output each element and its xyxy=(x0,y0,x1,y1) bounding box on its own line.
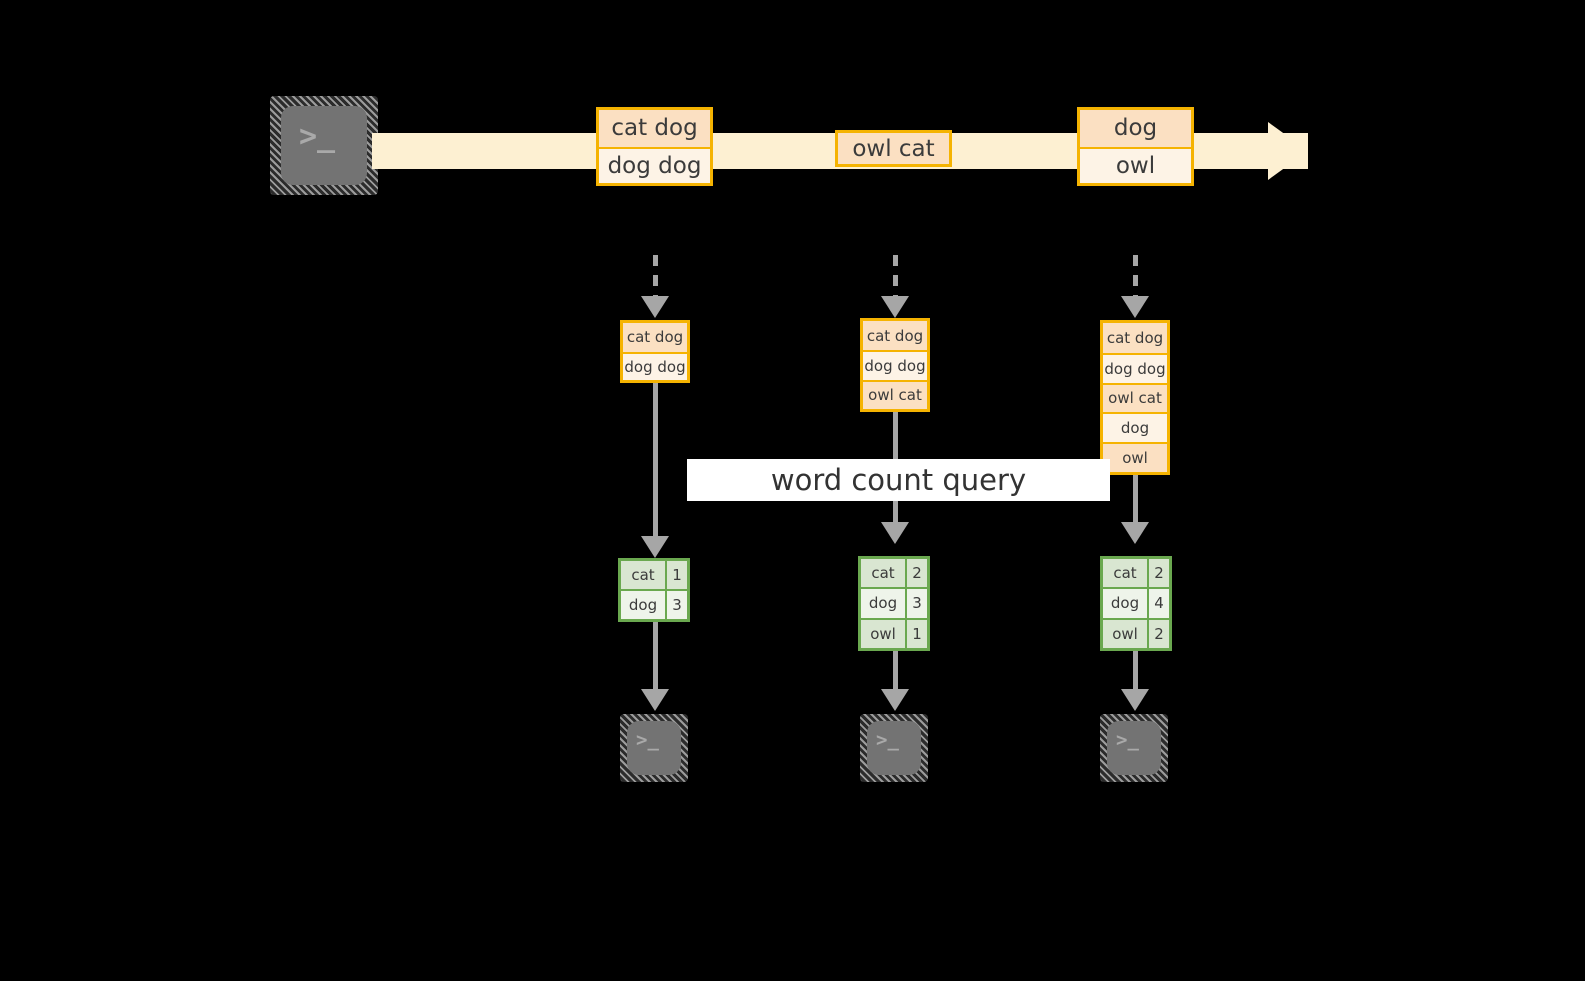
result-count: 1 xyxy=(905,619,927,648)
snapshot-3-query-arrow-line xyxy=(1133,475,1138,524)
snapshot-1-sink-arrow-head-icon xyxy=(641,689,669,711)
snapshot-3-sink-arrow-line xyxy=(1133,651,1138,690)
snapshot-2-result-table: cat 2 dog 3 owl 1 xyxy=(858,556,930,651)
result-count: 4 xyxy=(1147,589,1169,618)
snapshot-buffer-row: dog dog xyxy=(1103,352,1167,383)
snapshot-3-sink-arrow-head-icon xyxy=(1121,689,1149,711)
stream-record-2: owl cat xyxy=(835,130,952,167)
result-count: 2 xyxy=(1147,559,1169,588)
terminal-prompt-glyph: >_ xyxy=(876,729,899,751)
result-word: owl xyxy=(861,619,905,648)
snapshot-buffer-row: dog xyxy=(1103,412,1167,443)
snapshot-1-buffer: cat dog dog dog xyxy=(620,320,690,383)
snapshot-buffer-row: cat dog xyxy=(1103,323,1167,353)
snapshot-3-result-table: cat 2 dog 4 owl 2 xyxy=(1100,556,1172,651)
snapshot-1-result-table: cat 1 dog 3 xyxy=(618,558,690,622)
result-row: owl 2 xyxy=(1103,617,1169,648)
result-word: owl xyxy=(1103,619,1147,648)
stream-record-1: cat dog dog dog xyxy=(596,107,713,186)
stream-arrow-head-icon xyxy=(1268,122,1308,180)
snapshot-3-trigger-arrow-line xyxy=(1133,255,1138,297)
result-row: cat 2 xyxy=(1103,559,1169,588)
stream-record-3: dog owl xyxy=(1077,107,1194,186)
snapshot-1-sink-arrow-line xyxy=(653,622,658,690)
stream-record-line: cat dog xyxy=(599,110,710,147)
terminal-prompt-glyph: >_ xyxy=(299,119,336,154)
stream-record-line: owl xyxy=(1080,146,1191,183)
source-terminal-icon: >_ xyxy=(270,96,378,195)
snapshot-buffer-row: owl cat xyxy=(863,379,927,409)
result-count: 2 xyxy=(905,559,927,588)
result-word: dog xyxy=(861,589,905,618)
snapshot-3-sink-terminal-icon: >_ xyxy=(1100,714,1168,782)
snapshot-1-trigger-arrow-line xyxy=(653,255,658,297)
result-row: dog 3 xyxy=(621,589,687,619)
snapshot-2-buffer: cat dog dog dog owl cat xyxy=(860,318,930,412)
snapshot-3-trigger-arrow-head-icon xyxy=(1121,296,1149,318)
snapshot-2-trigger-arrow-head-icon xyxy=(881,296,909,318)
terminal-prompt-glyph: >_ xyxy=(636,729,659,751)
snapshot-buffer-row: dog dog xyxy=(863,350,927,380)
snapshot-buffer-row: cat dog xyxy=(623,323,687,352)
snapshot-2-sink-terminal-icon: >_ xyxy=(860,714,928,782)
snapshot-buffer-row: owl xyxy=(1103,442,1167,472)
query-label-band: word count query xyxy=(687,459,1110,501)
result-row: cat 2 xyxy=(861,559,927,588)
result-word: dog xyxy=(1103,589,1147,618)
snapshot-2-sink-arrow-line xyxy=(893,651,898,690)
stream-record-line: dog dog xyxy=(599,146,710,183)
result-count: 2 xyxy=(1147,619,1169,648)
result-count: 3 xyxy=(665,591,687,619)
result-word: cat xyxy=(861,559,905,588)
snapshot-2-sink-arrow-head-icon xyxy=(881,689,909,711)
snapshot-3-query-arrow-head-icon xyxy=(1121,522,1149,544)
snapshot-2-query-arrow-head-icon xyxy=(881,522,909,544)
result-word: dog xyxy=(621,591,665,619)
query-label-text: word count query xyxy=(770,463,1027,497)
snapshot-1-trigger-arrow-head-icon xyxy=(641,296,669,318)
terminal-face xyxy=(281,106,367,185)
result-row: dog 3 xyxy=(861,587,927,618)
terminal-face xyxy=(1107,721,1161,775)
snapshot-buffer-row: dog dog xyxy=(623,351,687,380)
terminal-face xyxy=(627,721,681,775)
result-word: cat xyxy=(1103,559,1147,588)
snapshot-1-query-arrow-line xyxy=(653,383,658,538)
result-count: 1 xyxy=(665,561,687,589)
result-count: 3 xyxy=(905,589,927,618)
terminal-prompt-glyph: >_ xyxy=(1116,729,1139,751)
snapshot-buffer-row: owl cat xyxy=(1103,382,1167,413)
terminal-face xyxy=(867,721,921,775)
snapshot-2-trigger-arrow-line xyxy=(893,255,898,297)
snapshot-3-buffer: cat dog dog dog owl cat dog owl xyxy=(1100,320,1170,475)
snapshot-buffer-row: cat dog xyxy=(863,321,927,351)
stream-record-line: owl cat xyxy=(838,133,949,164)
result-row: dog 4 xyxy=(1103,587,1169,618)
stream-record-line: dog xyxy=(1080,110,1191,147)
snapshot-1-query-arrow-head-icon xyxy=(641,536,669,558)
result-row: cat 1 xyxy=(621,561,687,589)
result-word: cat xyxy=(621,561,665,589)
result-row: owl 1 xyxy=(861,617,927,648)
snapshot-1-sink-terminal-icon: >_ xyxy=(620,714,688,782)
